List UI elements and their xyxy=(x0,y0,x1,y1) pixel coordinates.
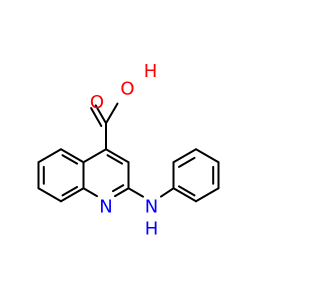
bond xyxy=(178,156,196,168)
nitrogen-atom-label: N xyxy=(145,197,158,218)
oxygen-atom-label: O xyxy=(90,92,104,113)
bond xyxy=(61,186,79,197)
molecule-canvas: O O H N N H xyxy=(37,61,220,240)
bond xyxy=(60,187,85,203)
bond xyxy=(37,187,62,203)
bond xyxy=(105,102,119,125)
bond xyxy=(112,184,125,193)
bond xyxy=(37,148,62,164)
hydrogen-atom-label: H xyxy=(145,219,159,240)
nitrogen-atom-label: N xyxy=(99,197,112,218)
molecule-structure: O O H N N H xyxy=(37,61,220,240)
bond xyxy=(94,104,107,125)
bond xyxy=(105,148,130,164)
bond xyxy=(178,185,196,197)
bond xyxy=(106,154,124,165)
bond xyxy=(114,187,130,198)
oxygen-atom-label: O xyxy=(120,79,134,100)
hydrogen-atom-label: H xyxy=(144,61,158,82)
bond xyxy=(61,154,79,165)
bond xyxy=(195,187,220,203)
bond xyxy=(82,148,107,164)
bond xyxy=(160,187,175,198)
bond xyxy=(90,107,103,127)
bond xyxy=(195,148,220,164)
bond xyxy=(82,187,98,198)
bond xyxy=(172,148,197,164)
bond xyxy=(127,187,144,198)
bond xyxy=(60,148,85,164)
bond xyxy=(172,187,197,203)
